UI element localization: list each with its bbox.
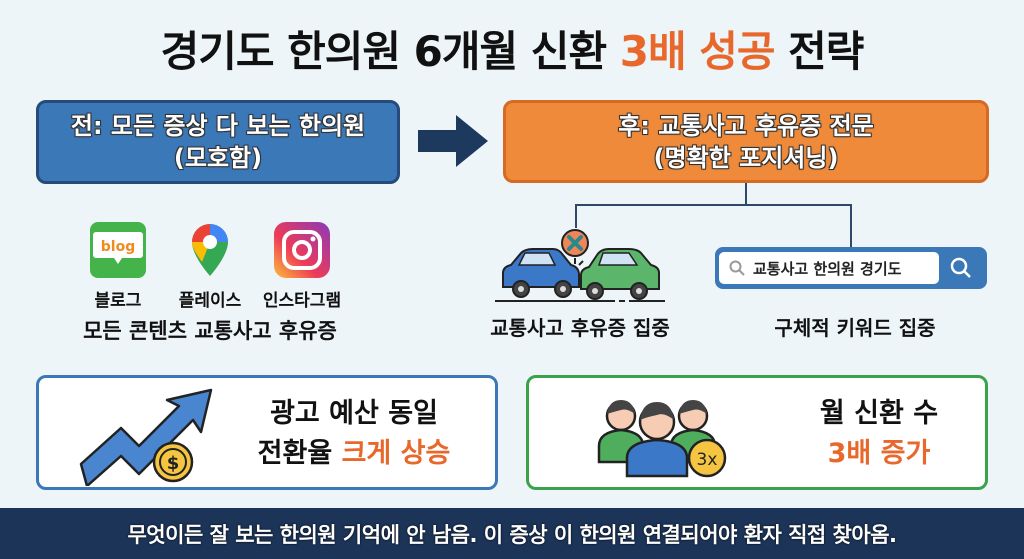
svg-text:blog: blog	[101, 239, 135, 255]
map-pin-icon	[192, 224, 228, 276]
new-patients-highlight: 3배 증가	[827, 438, 931, 469]
before-line2: (모호함)	[173, 144, 263, 172]
new-patients-card: 3x 월 신환 수 3배 증가	[526, 375, 988, 490]
before-box: 전: 모든 증상 다 보는 한의원 (모호함)	[36, 100, 400, 184]
title-highlight: 3배 성공	[619, 27, 776, 76]
channels-caption: 모든 콘텐츠 교통사고 후유증	[83, 319, 337, 343]
channel-label: 인스타그램	[262, 291, 342, 311]
connector-line	[745, 183, 747, 205]
search-bar: 교통사고 한의원 경기도	[715, 247, 987, 289]
title-suffix: 전략	[774, 27, 864, 76]
svg-text:$: $	[167, 453, 180, 474]
after-line2: (명확한 포지셔닝)	[653, 143, 839, 172]
channel-blog: blog 블로그	[78, 222, 158, 311]
trend-up-dollar-icon: $	[79, 388, 213, 486]
conversion-highlight: 크게 상승	[341, 438, 451, 469]
search-value: 교통사고 한의원 경기도	[753, 259, 902, 278]
car-crash-icon	[495, 229, 665, 302]
conversion-text: 광고 예산 동일 전환율 크게 상승	[209, 394, 499, 474]
search-icon	[950, 257, 971, 278]
patients-group-icon: 3x	[597, 400, 727, 478]
blog-icon: blog	[90, 222, 146, 278]
connector-line	[575, 204, 577, 228]
channels-section: blog 블로그 플레이스	[60, 222, 360, 345]
connector-line	[575, 204, 852, 206]
page-title: 경기도 한의원 6개월 신환 3배 성공 전략	[0, 18, 1024, 79]
channel-instagram: 인스타그램	[262, 222, 342, 311]
footer-banner: 무엇이든 잘 보는 한의원 기억에 안 남음. 이 증상 이 한의원 연결되어야…	[0, 508, 1024, 559]
search-button[interactable]	[939, 251, 983, 285]
after-box: 후: 교통사고 후유증 전문 (명확한 포지셔닝)	[503, 100, 989, 183]
conversion-card: $ 광고 예산 동일 전환율 크게 상승	[36, 375, 498, 490]
connector-line	[850, 204, 852, 248]
before-line1: 전: 모든 증상 다 보는 한의원	[70, 112, 366, 140]
conversion-line2: 전환율 크게 상승	[257, 438, 451, 469]
svg-text:3x: 3x	[697, 450, 718, 470]
channel-label: 블로그	[94, 291, 142, 311]
search-caption: 구체적 키워드 집중	[774, 316, 936, 340]
after-line1: 후: 교통사고 후유증 전문	[618, 111, 874, 140]
new-patients-line1: 월 신환 수	[819, 398, 939, 429]
new-patients-text: 월 신환 수 3배 증가	[779, 394, 979, 474]
channel-place: 플레이스	[170, 222, 250, 311]
instagram-icon	[274, 222, 330, 278]
search-icon	[729, 260, 745, 276]
search-input[interactable]: 교통사고 한의원 경기도	[719, 252, 939, 284]
channel-label: 플레이스	[178, 291, 242, 311]
crash-caption: 교통사고 후유증 집중	[490, 316, 670, 340]
conversion-line1: 광고 예산 동일	[270, 398, 438, 429]
title-prefix: 경기도 한의원 6개월 신환	[160, 27, 620, 76]
right-arrow-icon	[418, 115, 488, 167]
